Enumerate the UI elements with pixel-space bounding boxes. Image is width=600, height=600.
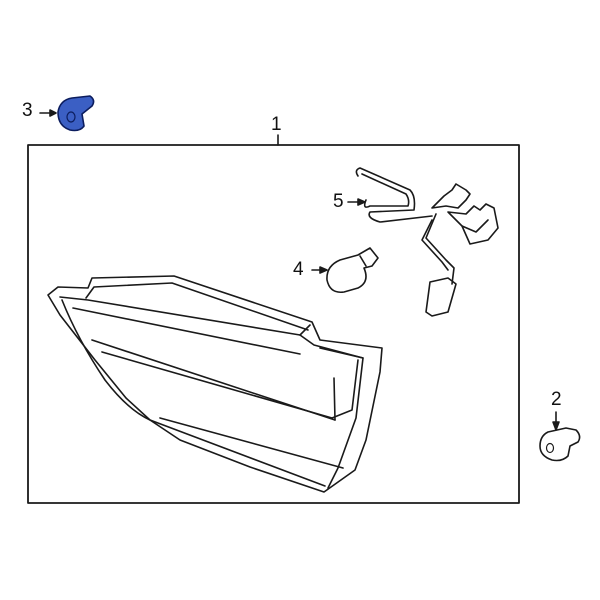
callout-2-label: 2 (551, 389, 562, 410)
callout-4-label: 4 (293, 259, 304, 280)
nut-part-2[interactable] (539, 411, 581, 462)
callout-5-label: 5 (333, 191, 344, 212)
bolt-part-3[interactable] (39, 95, 95, 132)
callout-1-label: 1 (271, 114, 282, 135)
bulb-part-4[interactable] (311, 247, 379, 294)
callout-3-label: 3 (22, 100, 33, 121)
assembly-box (27, 144, 520, 504)
tail-lamp-part-1[interactable] (47, 275, 383, 493)
harness-part-5[interactable] (347, 167, 499, 317)
